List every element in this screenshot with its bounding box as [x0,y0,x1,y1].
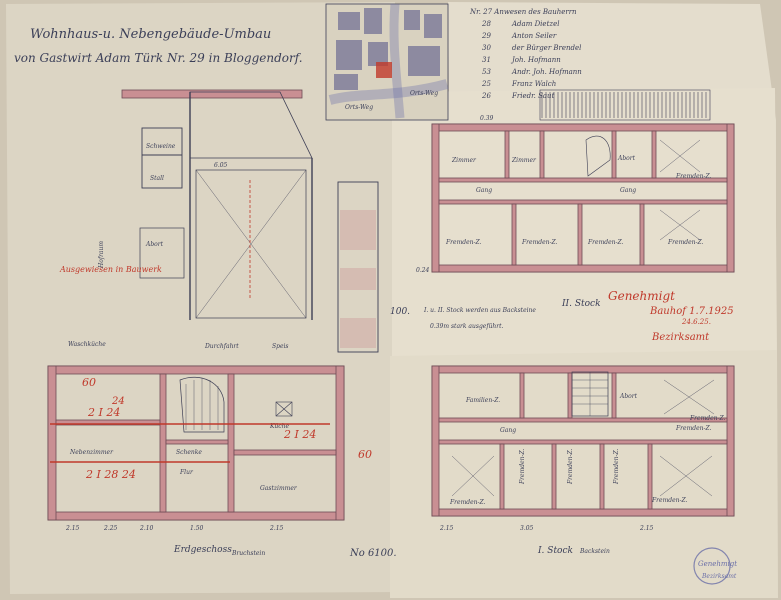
first-floor-staircase [571,371,609,417]
ii-room-2: Gang [476,187,492,194]
neighbor-name: Joh. Hofmann [510,56,561,64]
neighbors-heading: Nr. 27 Anwesen des Bauherrn [469,8,577,16]
sheet-number-mid: 100. [390,307,410,317]
ii-room-3: Abort [617,155,636,162]
i-room-3: Fremden-Z. [449,499,486,506]
neighbors-list: Nr. 27 Anwesen des Bauherrn 28 Adam Dietz… [469,8,582,100]
i-room-2: Fremden-Z. [675,425,712,432]
i-dim-c: 2.15 [639,525,654,532]
room-gastzimmer: Gastzimmer [260,485,298,492]
ii-room-0: Zimmer [451,157,477,164]
ii-note-2: 0.39m stark ausgeführt. [430,323,504,330]
room-stall: Stall [150,175,164,182]
ii-dim: 0.39 [480,115,494,122]
street-label-2: Orts-Weg [410,90,438,97]
dim-215: 2.15 [65,525,80,532]
ground-floor-label: Erdgeschoss [173,545,232,555]
neighbor-name: Adam Dietzel [511,20,559,28]
red-note-60a: 60 [82,376,96,389]
i-room-9: Abort [619,393,638,400]
red-note-24: 24 [111,396,125,407]
red-note-2i24b: 2 I 24 [283,428,316,441]
title-line-1: Wohnhaus-u. Nebengebäude-Umbau [30,27,271,42]
dim-215b: 2.15 [269,525,284,532]
i-dim-a: 2.15 [439,525,454,532]
second-floor-label: II. Stock [561,299,601,309]
ii-room-8: Gang [620,187,636,194]
left-paper-sheet [6,2,398,594]
neighbor-name: Anton Seiler [511,32,557,40]
dim-225: 2.25 [103,525,118,532]
neighbor-number: 53 [482,68,491,76]
room-flur: Flur [179,469,194,476]
room-durchfahrt: Durchfahrt [204,343,239,350]
neighbor-name: der Bürger Brendel [512,44,581,52]
i-room-0: Familien-Z. [465,397,500,404]
i-room-7: Fremden-Z. [651,497,688,504]
neighbor-number: 31 [482,56,491,64]
ground-floor-staircase [179,376,225,433]
site-plan-map: Orts-Weg Orts-Weg [325,3,449,121]
neighbor-number: 28 [481,20,491,28]
room-kueche: Küche [269,423,289,430]
ii-room-9: Fremden-Z. [667,239,704,246]
approval-red-2: Bauhof 1.7.1925 [649,306,734,317]
ground-floor-plan: Schweine Stall 6.05 Abort Hofraum Ausgew… [47,89,397,559]
first-floor-sheet [390,350,778,598]
room-abort: Abort [145,241,164,248]
red-note-2i24a: 2 I 24 [87,406,120,419]
first-floor-label: I. Stock [537,546,573,556]
i-room-6: Fremden-Z. [613,448,620,485]
ii-room-5: Fremden-Z. [445,239,482,246]
dim-150: 1.50 [190,525,204,532]
ii-note-1: I. u. II. Stock werden aus Backsteine [423,307,536,314]
neighbor-name: Andr. Joh. Hofmann [511,68,582,76]
room-schweine: Schweine [146,143,176,150]
neighbor-number: 25 [481,80,491,88]
red-note-60b: 60 [358,448,372,461]
room-waschkueche: Waschküche [68,341,106,348]
hofraum-label: Hofraum [98,241,105,269]
neighbor-name: Friedr. Saut [511,92,555,100]
title-line-2: von Gastwirt Adam Türk Nr. 29 in Bloggen… [14,51,303,65]
approval-red-1: Genehmigt [608,289,675,303]
ii-room-4: Fremden-Z. [675,173,712,180]
neighbor-name: Franz Walch [511,80,556,88]
approval-red-3: 24.6.25. [681,318,711,326]
street-label-1: Orts-Weg [345,104,373,111]
room-nebenzimmer: Nebenzimmer [69,449,114,456]
i-room-1: Gang [500,427,516,434]
second-floor-plan: Zimmer Zimmer Gang Abort Fremden-Z. Frem… [390,89,735,343]
dim-210: 2.10 [139,525,154,532]
i-room-5: Fremden-Z. [567,448,574,485]
neighbor-number: 29 [481,32,491,40]
neighbor-number: 26 [481,92,491,100]
ii-room-6: Fremden-Z. [521,239,558,246]
margin-note: Ausgewiesen in Bauwerk [59,265,162,274]
i-dim-b: 3.05 [520,525,534,532]
first-floor-material: Backstein [579,548,610,555]
room-speis: Speis [272,343,289,350]
red-note-2i28: 2 I 28 24 [85,468,136,481]
ii-dim-b: 0.24 [416,267,430,274]
first-floor-plan: Familien-Z. Gang Fremden-Z. Fremden-Z. F… [431,365,737,585]
ground-floor-material: Bruchstein [231,550,265,557]
dim-605: 6.05 [214,162,228,169]
neighbor-number: 30 [482,44,491,52]
room-schenke: Schenke [176,449,202,456]
sheet-number-bottom: No 6100. [349,548,397,559]
ii-room-1: Zimmer [511,157,537,164]
i-room-4: Fremden-Z. [519,448,526,485]
approval-stamp: Genehmigt Bezirksamt [693,547,737,585]
approval-red-4: Bezirksamt [651,332,710,343]
i-room-8: Fremden-Z. [689,415,726,422]
signature-note: Genehmigt [698,560,737,568]
signature-note-2: Bezirksamt [701,573,737,580]
ii-room-7: Fremden-Z. [587,239,624,246]
